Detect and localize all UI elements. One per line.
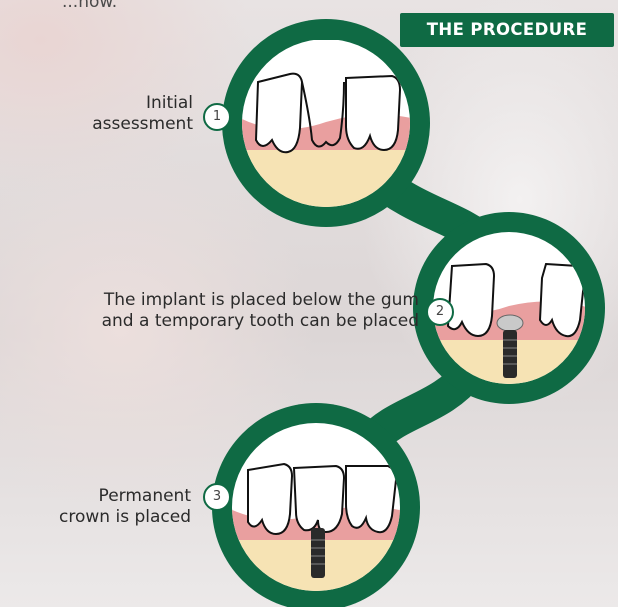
partial-caption: ...now. [62, 0, 117, 12]
step-2-number: 2 [426, 298, 454, 326]
step-3-number: 3 [203, 483, 231, 511]
procedure-header: THE PROCEDURE [400, 13, 614, 47]
step-3-label-line2: crown is placed [20, 507, 191, 528]
step-2-label: The implant is placed below the gum and … [4, 290, 419, 332]
step-3-label-line1: Permanent [20, 486, 191, 507]
step-1-label-line2: assessment [40, 114, 193, 135]
step-3-label: Permanent crown is placed [20, 486, 191, 528]
step-1-label: Initial assessment [40, 93, 193, 135]
step-1-label-line1: Initial [40, 93, 193, 114]
step-2-label-line2: and a temporary tooth can be placed [4, 311, 419, 332]
step-2-label-line1: The implant is placed below the gum [4, 290, 419, 311]
step-1-number: 1 [203, 103, 231, 131]
